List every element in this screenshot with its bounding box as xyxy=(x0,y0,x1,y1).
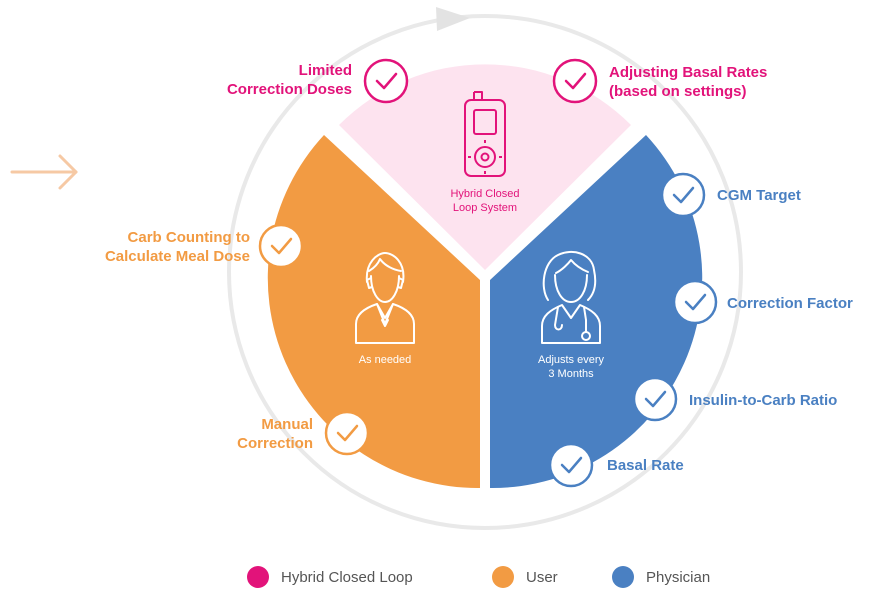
check-icon-carb-counting xyxy=(258,223,304,269)
legend-label-hybrid: Hybrid Closed Loop xyxy=(281,568,413,586)
physician-caption-line2: 3 Months xyxy=(548,368,594,380)
legend-label-physician: Physician xyxy=(646,568,711,586)
label-insulin-carb: Insulin-to-Carb Ratio xyxy=(689,392,838,409)
label-carb-counting: Carb Counting to Calculate Meal Dose xyxy=(105,228,250,266)
hybrid-caption-line2: Loop System xyxy=(452,202,518,214)
insulin-pump-icon xyxy=(464,91,506,177)
label-correction-factor: Correction Factor xyxy=(727,295,853,312)
ring-arrow-icon xyxy=(436,7,470,31)
adjusting-basal-line2: (based on settings) xyxy=(609,83,747,100)
check-icon-limited xyxy=(363,58,409,104)
label-manual-correction: Manual Correction xyxy=(237,415,313,453)
outer-ring xyxy=(227,14,743,530)
adjusting-basal-line1: Adjusting Basal Rates xyxy=(609,64,768,81)
legend-item-hybrid: Hybrid Closed Loop xyxy=(247,566,413,588)
carb-counting-line2: Calculate Meal Dose xyxy=(104,248,250,265)
hybrid-sector-caption: Hybrid Closed Loop System xyxy=(425,187,545,215)
legend-dot-user xyxy=(492,566,514,588)
check-icon-manual-correction xyxy=(324,410,370,456)
legend-item-physician: Physician xyxy=(612,566,710,588)
label-adjusting-basal: Adjusting Basal Rates (based on settings… xyxy=(609,63,767,101)
label-cgm-target: CGM Target xyxy=(717,187,801,204)
physician-caption-line1: Adjusts every xyxy=(537,354,605,366)
check-icon-correction-factor xyxy=(672,279,718,325)
doctor-icon xyxy=(541,251,601,344)
carb-counting-line1: Carb Counting to xyxy=(127,229,250,246)
user-person-icon xyxy=(355,252,415,344)
manual-correction-line1: Manual xyxy=(261,416,313,433)
user-sector xyxy=(267,135,480,489)
label-limited-correction: Limited Correction Doses xyxy=(227,61,352,99)
legend-label-user: User xyxy=(526,568,558,586)
user-sector-caption: As needed xyxy=(358,354,412,366)
hybrid-caption-line1: Hybrid Closed xyxy=(450,188,520,200)
physician-sector-caption: Adjusts every 3 Months xyxy=(521,353,621,381)
limited-correction-line1: Limited xyxy=(298,62,352,79)
left-arrow-icon xyxy=(10,154,78,190)
check-icon-basal-rate xyxy=(548,442,594,488)
label-basal-rate: Basal Rate xyxy=(607,457,684,474)
legend-dot-physician xyxy=(612,566,634,588)
legend-dot-hybrid xyxy=(247,566,269,588)
limited-correction-line2: Correction Doses xyxy=(226,81,352,98)
manual-correction-line2: Correction xyxy=(237,435,313,452)
legend-item-user: User xyxy=(492,566,558,588)
check-icon-insulin-carb xyxy=(632,376,678,422)
check-icon-cgm-target xyxy=(660,172,706,218)
check-icon-adjusting-basal xyxy=(552,58,598,104)
